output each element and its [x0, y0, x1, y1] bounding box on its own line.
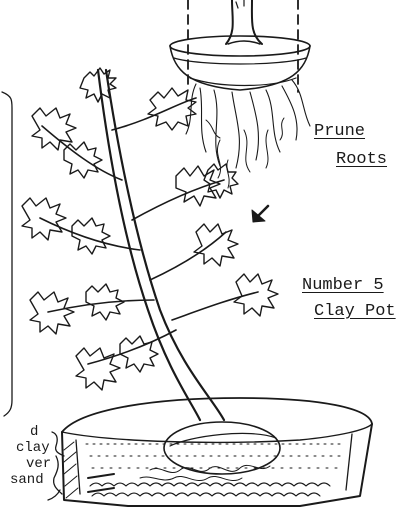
layer-label-4: sand [10, 472, 44, 488]
layer-label-3: ver [26, 456, 51, 472]
pot-label-line2: Clay Pot [314, 302, 396, 322]
height-bracket [2, 92, 12, 416]
pot-label-line1: Number 5 [302, 276, 384, 296]
clay-pot-drawing [62, 398, 372, 506]
root-ball-drawing [170, 0, 310, 188]
tree-drawing [22, 68, 278, 420]
layer-label-1: d [30, 424, 38, 440]
arrow-icon [252, 206, 268, 222]
prune-label-line2: Roots [336, 150, 387, 170]
layer-label-2: clay [16, 440, 50, 456]
prune-label-line1: Prune [314, 122, 365, 142]
